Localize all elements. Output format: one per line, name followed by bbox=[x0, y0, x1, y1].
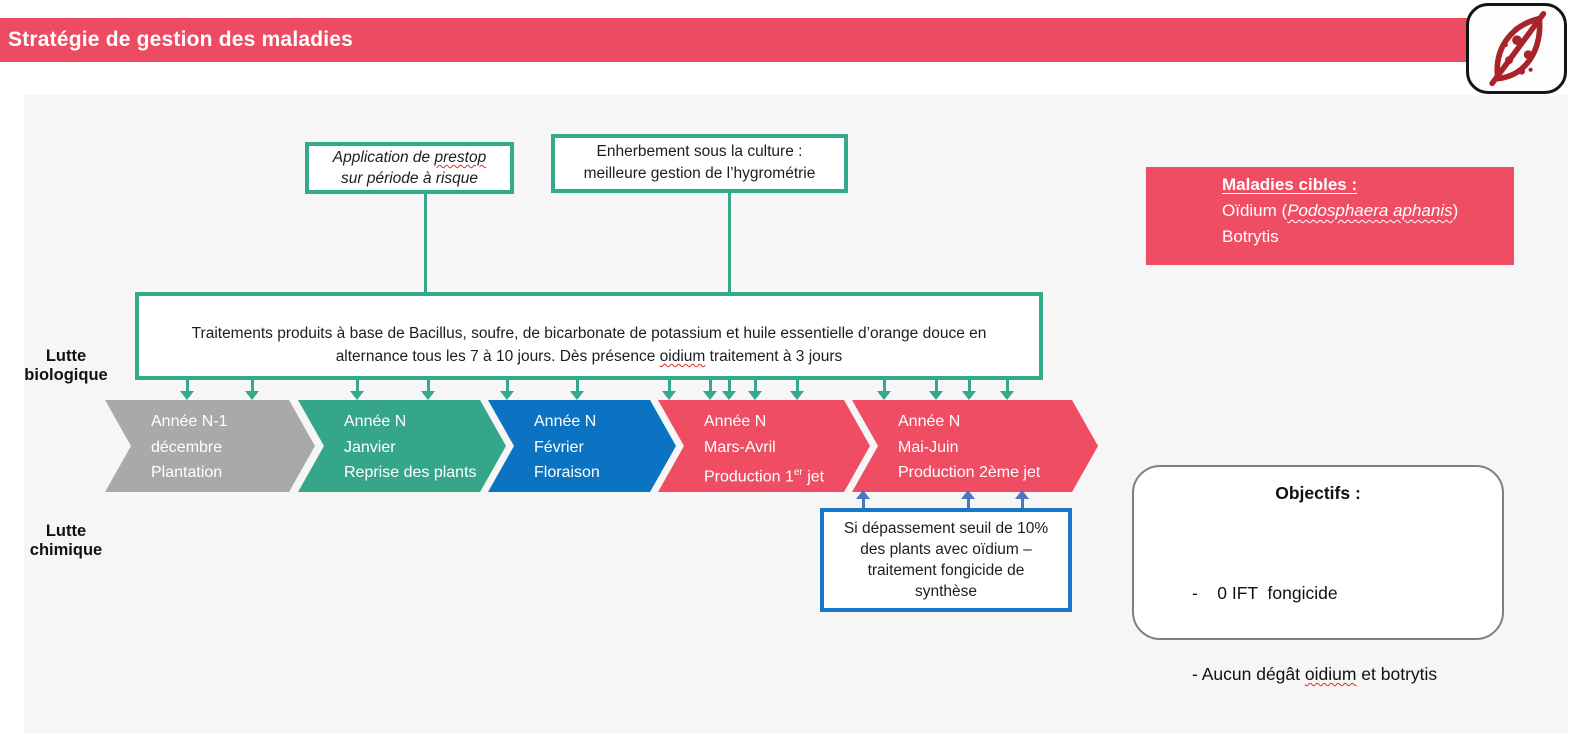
oidium-word: oidium bbox=[659, 348, 706, 365]
stage4-phase-sup: er bbox=[793, 467, 803, 478]
objectif-ift: - 0 IFT fongicide bbox=[1192, 583, 1338, 603]
green-down-arrow bbox=[350, 380, 364, 400]
green-down-arrow bbox=[703, 380, 717, 400]
species-name: Podosphaera aphanis bbox=[1287, 201, 1453, 220]
maladies-line3: Botrytis bbox=[1222, 227, 1279, 246]
enherbement-note-box: Enherbement sous la culture : meilleure … bbox=[551, 134, 848, 193]
stage1-month: décembre bbox=[151, 438, 223, 456]
green-down-arrow bbox=[929, 380, 943, 400]
seuil-fongicide-box: Si dépassement seuil de 10% des plants a… bbox=[820, 508, 1072, 612]
traitements-box: Traitements produits à base de Bacillus,… bbox=[135, 292, 1043, 380]
maladies-line2-close: ) bbox=[1452, 201, 1459, 220]
timeline-stage-floraison: Année N Février Floraison bbox=[488, 400, 676, 492]
prestop-line2: sur période à risque bbox=[341, 170, 478, 187]
fongicide-line4: synthèse bbox=[914, 583, 978, 600]
traitements-line2: alternance tous les 7 à 10 jours. Dès pr… bbox=[139, 345, 1039, 368]
timeline-stage-reprise: Année N Janvier Reprise des plants bbox=[298, 400, 506, 492]
stage3-phase: Floraison bbox=[534, 464, 600, 481]
lutte-bio-line2: biologique bbox=[24, 366, 108, 384]
page-title: Stratégie de gestion des maladies bbox=[8, 28, 354, 51]
prestop-line1: Application de prestop bbox=[309, 147, 510, 168]
maladies-title: Maladies cibles : bbox=[1222, 175, 1358, 194]
stage1-year: Année N-1 bbox=[151, 413, 228, 430]
traitements-line2-prefix: alternance tous les 7 à 10 jours. Dès pr… bbox=[335, 348, 660, 365]
green-down-arrow bbox=[180, 380, 194, 400]
prestop-word: prestop bbox=[434, 149, 487, 166]
objectifs-box: Objectifs : - 0 IFT fongicide - Aucun dé… bbox=[1132, 465, 1504, 684]
blue-up-arrow bbox=[1015, 490, 1029, 508]
stage4-phase-suffix: jet bbox=[802, 468, 825, 486]
traitements-line1: Traitements produits à base de Bacillus,… bbox=[191, 325, 987, 342]
blue-up-arrow bbox=[856, 490, 870, 508]
green-down-arrow bbox=[1000, 380, 1014, 400]
oidium-label: Oïdium ( bbox=[1222, 201, 1288, 220]
stage3-month: Février bbox=[534, 438, 584, 456]
stage4-phase-prefix: Production 1 bbox=[704, 468, 794, 486]
stage5-phase: Production 2ème jet bbox=[898, 464, 1041, 481]
objectifs-title: Objectifs : bbox=[1275, 483, 1361, 503]
stage2-phase: Reprise des plants bbox=[344, 464, 477, 481]
objectif2-oidium-word: oidium bbox=[1304, 664, 1357, 684]
stage3-year: Année N bbox=[534, 413, 597, 430]
green-down-arrow bbox=[662, 380, 676, 400]
timeline-stage-production2: Année N Mai-Juin Production 2ème jet bbox=[852, 400, 1098, 492]
prestop-line1-text: Application de bbox=[332, 149, 435, 166]
lutte-bio-line1: Lutte bbox=[45, 347, 87, 365]
lutte-chimique-label: Lutte chimique bbox=[18, 522, 114, 560]
green-down-arrow bbox=[722, 380, 736, 400]
green-down-arrow bbox=[570, 380, 584, 400]
stage4-month: Mars-Avril bbox=[704, 438, 776, 456]
lutte-chim-line1: Lutte bbox=[45, 522, 87, 540]
timeline-stage-production1: Année N Mars-Avril Production 1er jet bbox=[658, 400, 870, 492]
green-down-arrow bbox=[962, 380, 976, 400]
objectif2-suffix: et botrytis bbox=[1356, 664, 1438, 684]
fongicide-line2: des plants avec oïdium – bbox=[860, 541, 1032, 558]
green-down-arrow bbox=[877, 380, 891, 400]
objectifs-items: - 0 IFT fongicide - Aucun dégât oidium e… bbox=[1192, 526, 1502, 742]
leaf-with-spots-icon bbox=[1488, 10, 1546, 86]
enherbement-line2: meilleure gestion de l’hygrométrie bbox=[583, 165, 816, 182]
enherbement-line1: Enherbement sous la culture : bbox=[596, 143, 803, 160]
prestop-connector-line bbox=[424, 194, 427, 292]
stage2-month: Janvier bbox=[344, 438, 396, 456]
objectif-degats: - Aucun dégât oidium et botrytis bbox=[1192, 661, 1502, 688]
stage5-month: Mai-Juin bbox=[898, 438, 959, 456]
objectif2-prefix: - Aucun dégât bbox=[1192, 664, 1305, 684]
fongicide-line1: Si dépassement seuil de 10% bbox=[843, 520, 1049, 537]
green-down-arrow bbox=[421, 380, 435, 400]
stage5-year: Année N bbox=[898, 413, 961, 430]
blue-up-arrow bbox=[961, 490, 975, 508]
stage4-year: Année N bbox=[704, 413, 767, 430]
green-down-arrow bbox=[748, 380, 762, 400]
green-down-arrow bbox=[245, 380, 259, 400]
lutte-chim-line2: chimique bbox=[29, 541, 103, 559]
prestop-note-box: Application de prestop sur période à ris… bbox=[305, 142, 514, 194]
stage1-phase: Plantation bbox=[151, 464, 223, 481]
maladies-cibles-box: Maladies cibles : Oïdium (Podosphaera ap… bbox=[1146, 167, 1514, 265]
traitements-line2-suffix: traitement à 3 jours bbox=[705, 348, 843, 365]
lutte-biologique-label: Lutte biologique bbox=[18, 347, 114, 385]
green-down-arrow bbox=[790, 380, 804, 400]
stage4-phase: Production 1er jet bbox=[704, 460, 870, 490]
enherbement-connector-line bbox=[728, 193, 731, 292]
title-banner: Stratégie de gestion des maladies bbox=[0, 18, 1468, 62]
timeline-stage-plantation: Année N-1 décembre Plantation bbox=[105, 400, 315, 492]
green-down-arrow bbox=[500, 380, 514, 400]
maladies-line2: Oïdium (Podosphaera aphanis) bbox=[1222, 198, 1514, 224]
leaf-logo bbox=[1466, 3, 1567, 94]
stage2-year: Année N bbox=[344, 413, 407, 430]
fongicide-line3: traitement fongicide de bbox=[867, 562, 1025, 579]
